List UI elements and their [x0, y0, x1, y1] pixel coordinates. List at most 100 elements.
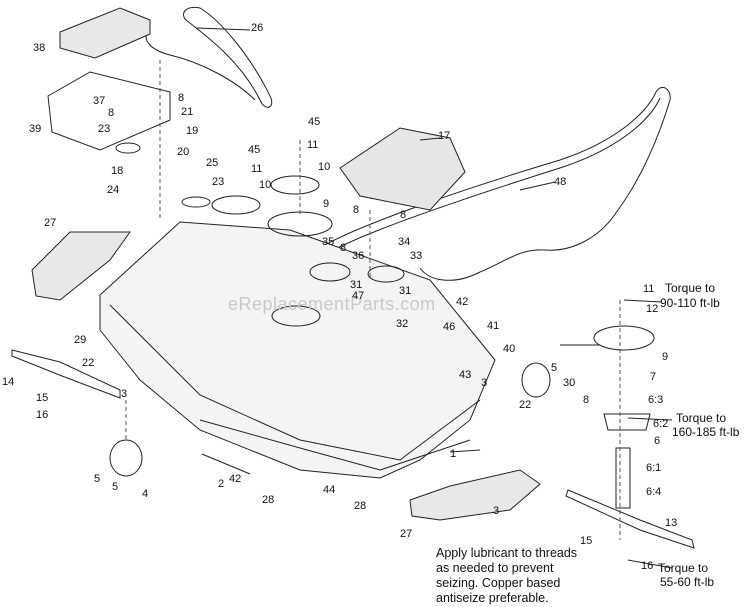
callout-6: 6 — [654, 435, 661, 447]
callout-18: 18 — [111, 165, 124, 177]
callout-5b: 5 — [112, 481, 119, 493]
callout-5a: 5 — [94, 473, 101, 485]
callout-36: 36 — [352, 250, 365, 262]
callout-6-4: 6:4 — [646, 486, 662, 498]
callout-8a: 8 — [178, 92, 185, 104]
baffle-1 — [199, 419, 471, 471]
callout-6-3: 6:3 — [648, 394, 664, 406]
callout-10a: 10 — [318, 161, 331, 173]
blade-13 — [565, 489, 695, 549]
callout-11c: 11 — [643, 283, 655, 295]
callout-21: 21 — [181, 106, 194, 118]
wheel-5-right — [521, 362, 551, 398]
callout-33: 33 — [410, 250, 423, 262]
callout-27a: 27 — [44, 217, 57, 229]
callout-40: 40 — [503, 343, 516, 355]
callout-5c: 5 — [551, 362, 558, 374]
cover-38 — [59, 7, 151, 59]
callout-44: 44 — [323, 484, 336, 496]
callout-10b: 10 — [259, 179, 272, 191]
callout-3c: 3 — [493, 505, 500, 517]
callout-25: 25 — [206, 157, 219, 169]
callout-28a: 28 — [262, 494, 275, 506]
callout-31b: 31 — [399, 285, 412, 297]
callout-11a: 11 — [307, 139, 319, 151]
callout-1: 1 — [450, 448, 457, 460]
callout-48: 48 — [554, 176, 567, 188]
callout-22b: 22 — [519, 399, 532, 411]
callout-3b: 3 — [481, 377, 488, 389]
torque-blade-bolt-line2: 55-60 ft-lb — [660, 575, 715, 589]
callout-43: 43 — [459, 369, 472, 381]
belt-26 — [183, 6, 273, 108]
callout-34: 34 — [398, 236, 411, 248]
callout-20: 20 — [177, 146, 190, 158]
pulley-36 — [309, 262, 351, 282]
callout-17: 17 — [438, 130, 451, 142]
idler-23-top — [115, 142, 141, 154]
callout-3a: 3 — [121, 388, 128, 400]
mower-deck — [99, 221, 496, 479]
lubricant-note: Apply lubricant to threads as needed to … — [436, 546, 577, 606]
callout-42a: 42 — [456, 296, 469, 308]
callout-45b: 45 — [248, 144, 261, 156]
torque-spindle-nut-line1: Torque to — [665, 281, 716, 295]
callout-15b: 15 — [580, 535, 593, 547]
watermark: eReplacementParts.com — [228, 294, 436, 314]
torque-spindle-nut-line2: 90-110 ft-lb — [660, 296, 720, 310]
callout-45a: 45 — [308, 116, 321, 128]
callout-16b: 16 — [641, 560, 654, 572]
callout-2: 2 — [218, 478, 225, 490]
callout-16a: 16 — [36, 409, 49, 421]
callout-24: 24 — [107, 184, 120, 196]
wheel-5-left — [109, 439, 143, 477]
pulley-10-left — [211, 195, 261, 215]
callout-8d: 8 — [400, 209, 407, 221]
spindle-6 — [603, 413, 651, 431]
callout-38: 38 — [33, 42, 46, 54]
callout-8f: 8 — [583, 394, 590, 406]
deflector-27-left — [31, 231, 131, 301]
blade-14 — [11, 349, 121, 399]
lubricant-note-line2: as needed to prevent — [436, 561, 554, 575]
callout-22a: 22 — [82, 357, 95, 369]
callout-13: 13 — [665, 517, 678, 529]
callout-47: 47 — [352, 290, 365, 302]
callout-6-1: 6:1 — [646, 462, 662, 474]
callout-11b: 11 — [251, 163, 263, 175]
callout-8e: 8 — [340, 242, 347, 254]
callout-41: 41 — [487, 320, 500, 332]
torque-spindle-bolts-line2: 160-185 ft-lb — [672, 425, 740, 439]
callout-23a: 23 — [98, 123, 111, 135]
callout-4: 4 — [142, 488, 149, 500]
callout-23b: 23 — [212, 176, 225, 188]
plate-37 — [47, 71, 171, 151]
callout-7: 7 — [650, 371, 657, 383]
lubricant-note-line1: Apply lubricant to threads — [436, 546, 578, 560]
lubricant-note-line3: seizing. Copper based — [436, 576, 561, 590]
callout-28b: 28 — [354, 500, 367, 512]
torque-spindle-bolts-line1: Torque to — [676, 411, 727, 425]
idler-23-mid — [181, 196, 211, 208]
cover-17 — [339, 127, 466, 211]
callout-9b: 9 — [662, 351, 669, 363]
callout-8b: 8 — [108, 107, 115, 119]
callout-37: 37 — [93, 95, 106, 107]
callout-12: 12 — [646, 303, 659, 315]
callout-39: 39 — [29, 123, 42, 135]
callout-35: 35 — [322, 236, 335, 248]
callout-6-2: 6:2 — [653, 418, 669, 430]
torque-blade-bolt-line1: Torque to — [658, 561, 709, 575]
callout-8c: 8 — [353, 204, 360, 216]
callout-42b: 42 — [229, 473, 242, 485]
callout-26: 26 — [251, 22, 264, 34]
pulley-10-right — [270, 175, 320, 195]
pulley-9-top — [267, 211, 333, 237]
callout-9a: 9 — [323, 198, 330, 210]
callout-32: 32 — [396, 318, 409, 330]
pulley-33 — [367, 265, 405, 283]
callout-46: 46 — [443, 321, 456, 333]
deflector-27-bottom — [409, 469, 541, 521]
